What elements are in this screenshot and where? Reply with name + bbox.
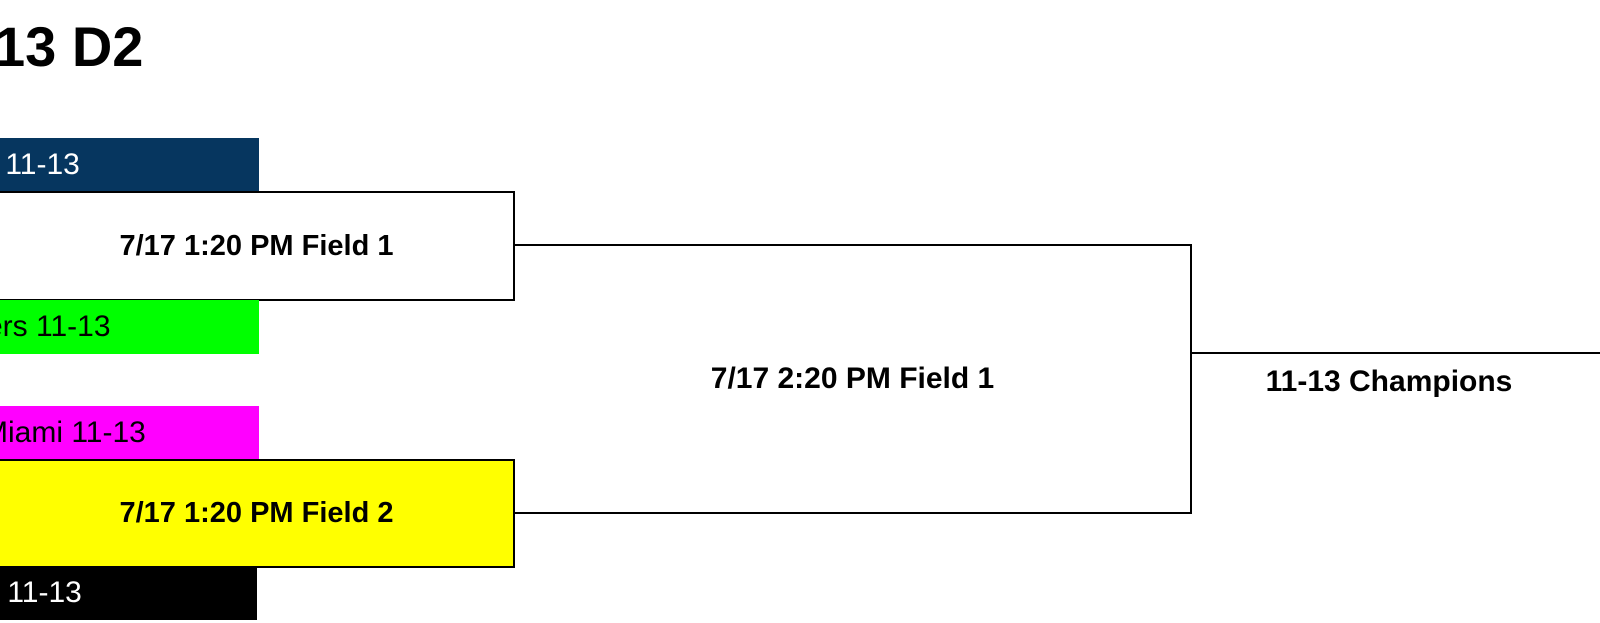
game-2-box: 7/17 1:20 PM Field 2 xyxy=(0,459,515,568)
team-slot-1: y 11-13 xyxy=(0,138,259,192)
game-1-box: 7/17 1:20 PM Field 1 xyxy=(0,191,515,301)
team-slot-2: ers 11-13 xyxy=(0,300,259,354)
final-game-connector xyxy=(513,244,1192,514)
champion-line xyxy=(1190,352,1600,354)
team-slot-3: Miami 11-13 xyxy=(0,406,259,460)
game-1-label: 7/17 1:20 PM Field 1 xyxy=(119,229,394,262)
team-slot-4: y 11-13 xyxy=(0,566,257,620)
team-slot-2-label: ers 11-13 xyxy=(0,310,111,343)
game-2-label: 7/17 1:20 PM Field 2 xyxy=(119,497,394,529)
team-slot-1-label: y 11-13 xyxy=(0,148,80,181)
team-slot-3-label: Miami 11-13 xyxy=(0,416,146,449)
champion-label: 11-13 Champions xyxy=(1265,365,1513,398)
final-game-label: 7/17 2:20 PM Field 1 xyxy=(710,362,995,395)
team-slot-4-label: y 11-13 xyxy=(0,576,82,609)
bracket-title: 13 D2 xyxy=(0,15,144,78)
